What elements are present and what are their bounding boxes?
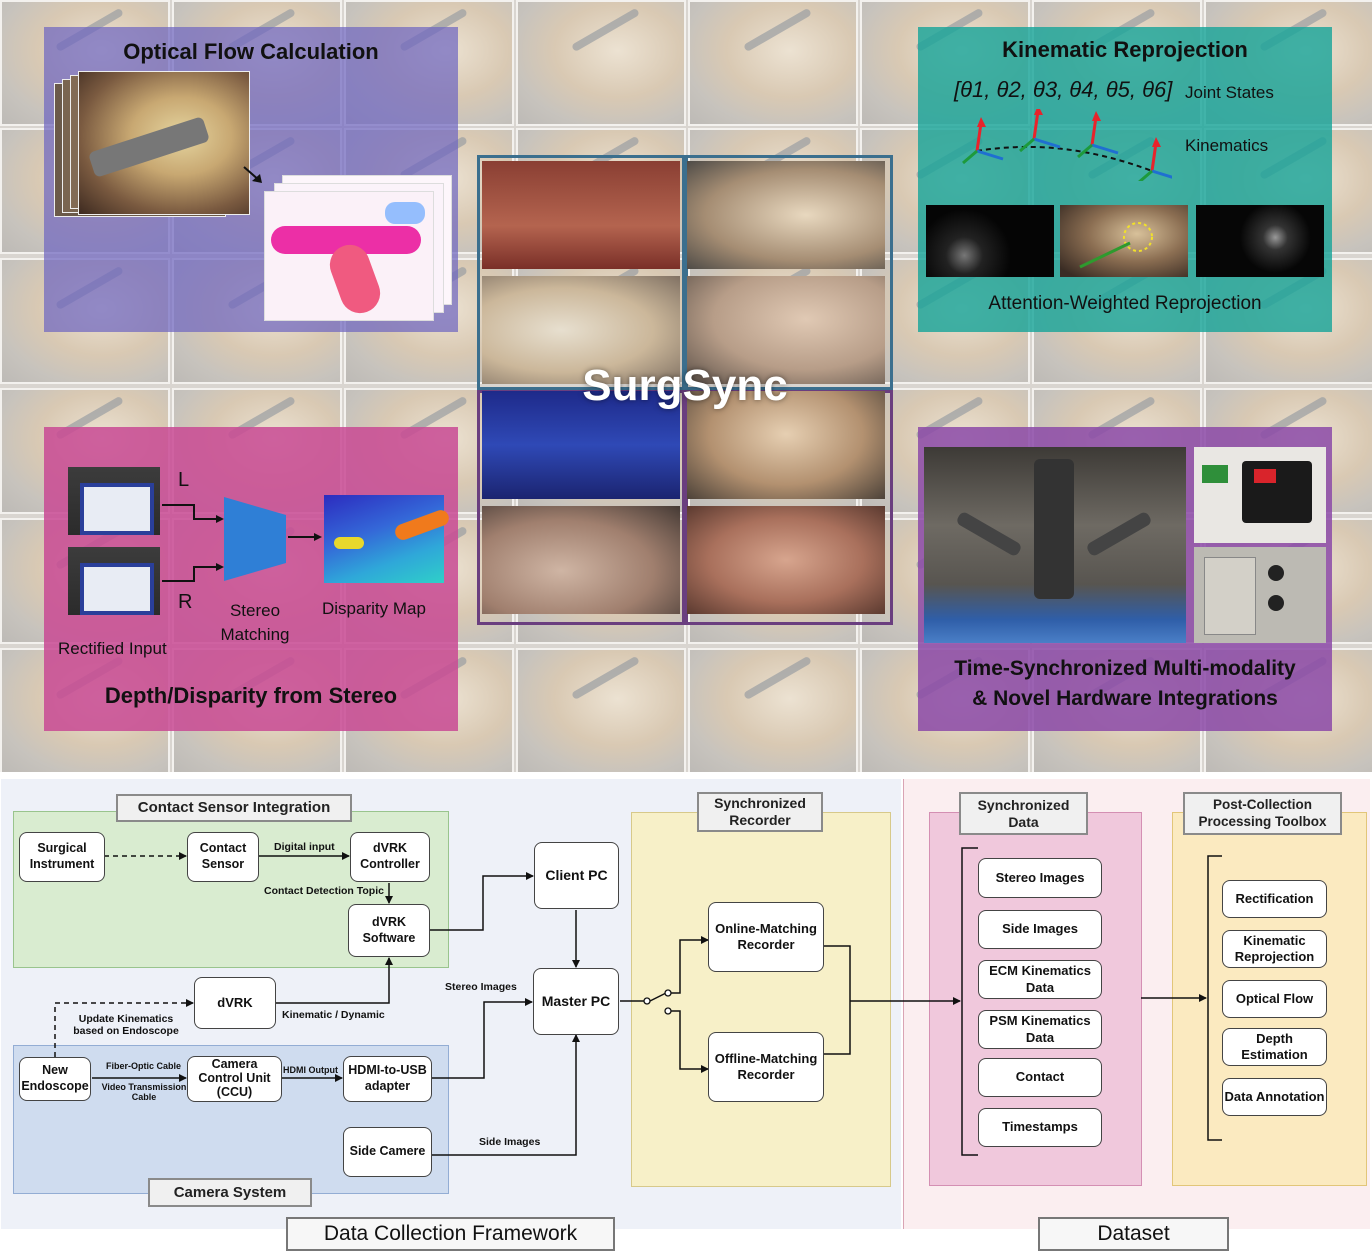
collage-tile	[516, 648, 686, 772]
lab-setup-photo	[924, 447, 1186, 643]
contact-sensor-node: Contact Sensor	[187, 832, 259, 882]
stereo-connectors	[162, 504, 322, 582]
sensor-box-photo	[1194, 447, 1326, 543]
stereo-matching-network	[224, 497, 286, 581]
synchronized-data-item: Stereo Images	[978, 858, 1102, 898]
joint-vector: [θ1, θ2, θ3, θ4, θ5, θ6]	[954, 77, 1173, 102]
disparity-map-label: Disparity Map	[322, 599, 426, 618]
attention-caption: Attention-Weighted Reprojection	[988, 293, 1262, 314]
left-letter: L	[178, 469, 190, 491]
collage-tile	[688, 648, 858, 772]
video-cable-label: Video Transmission Cable	[101, 1082, 187, 1103]
surgical-grid-image	[482, 161, 680, 269]
client-pc-node: Client PC	[534, 842, 619, 909]
depth-disparity-panel: L R Stereo Matching Disparity Map Rectif…	[44, 427, 458, 731]
right-letter: R	[178, 591, 193, 613]
online-recorder-node: Online-Matching Recorder	[708, 902, 824, 972]
dvrk-software-node: dVRK Software	[348, 904, 430, 957]
surgical-grid-image	[482, 276, 680, 384]
synchronized-data-item: Timestamps	[978, 1108, 1102, 1147]
ccu-node: Camera Control Unit (CCU)	[187, 1056, 282, 1102]
side-camera-node: Side Camere	[343, 1127, 432, 1177]
recorder-region	[631, 812, 891, 1187]
surgical-collage-background: Optical Flow Calculation Kinemati	[0, 0, 1372, 772]
hdmi-usb-node: HDMI-to-USB adapter	[343, 1056, 432, 1102]
surgical-grid-image	[687, 506, 885, 614]
attention-map-left	[926, 205, 1054, 277]
offline-recorder-node: Offline-Matching Recorder	[708, 1032, 824, 1102]
master-pc-node: Master PC	[533, 968, 619, 1035]
surgsync-title: SurgSync	[582, 361, 788, 410]
kinematic-frames-graphic	[962, 109, 1172, 181]
hardware-title-line1: Time-Synchronized Multi-modality	[954, 657, 1296, 680]
synchronized-recorder-tag: Synchronized Recorder	[697, 792, 823, 832]
dvrk-controller-node: dVRK Controller	[350, 832, 430, 882]
rectified-right-image	[68, 547, 160, 615]
stereo-images-label: Stereo Images	[445, 981, 517, 993]
toolbox-item: Rectification	[1222, 880, 1327, 918]
contact-sensor-integration-tag: Contact Sensor Integration	[116, 794, 352, 822]
disparity-map-image	[324, 495, 452, 583]
rectified-input-label: Rectified Input	[58, 639, 167, 658]
surgsync-image-grid: SurgSync	[477, 155, 893, 625]
optical-flow-map-stack	[264, 175, 454, 325]
toolbox-item: Data Annotation	[1222, 1078, 1327, 1116]
kinematic-reprojection-panel: Kinematic Reprojection [θ1, θ2, θ3, θ4, …	[918, 27, 1332, 332]
synchronized-data-item: Side Images	[978, 910, 1102, 949]
footer-dataset: Dataset	[1038, 1217, 1229, 1251]
toolbox-item: Depth Estimation	[1222, 1028, 1327, 1066]
toolbox-item: Optical Flow	[1222, 980, 1327, 1018]
side-images-label: Side Images	[479, 1136, 541, 1148]
new-endoscope-node: New Endoscope	[19, 1057, 91, 1101]
stereo-matching-label: Stereo Matching	[220, 601, 290, 644]
synchronized-data-item: Contact	[978, 1058, 1102, 1097]
hardware-panel: Time-Synchronized Multi-modality & Novel…	[918, 427, 1332, 731]
endoscope-frame	[78, 71, 250, 215]
flow-arrow	[243, 166, 262, 183]
kinematic-dynamic-label: Kinematic / Dynamic	[282, 1009, 385, 1021]
dvrk-node: dVRK	[194, 977, 276, 1029]
surgical-grid-image	[687, 161, 885, 269]
processing-toolbox-tag: Post-Collection Processing Toolbox	[1183, 792, 1342, 835]
optical-flow-map	[264, 191, 434, 321]
optical-flow-panel: Optical Flow Calculation	[44, 27, 458, 332]
digital-input-label: Digital input	[274, 841, 335, 853]
endoscope-frame-stack	[54, 71, 250, 221]
kinematic-title: Kinematic Reprojection	[1002, 37, 1248, 62]
camera-system-tag: Camera System	[148, 1178, 312, 1207]
synchronized-data-tag: Synchronized Data	[959, 792, 1088, 835]
collage-tile	[688, 0, 858, 126]
surgical-grid-image	[482, 506, 680, 614]
hardware-title-line2: & Novel Hardware Integrations	[972, 687, 1278, 710]
surgical-grid-image	[687, 276, 885, 384]
footer-data-collection: Data Collection Framework	[286, 1217, 615, 1251]
contact-topic-label: Contact Detection Topic	[264, 885, 384, 897]
update-kinematics-label: Update Kinematics based on Endoscope	[73, 1013, 179, 1038]
depth-title: Depth/Disparity from Stereo	[104, 683, 398, 708]
joint-states-label: Joint States	[1185, 83, 1274, 102]
surgical-grid-image	[482, 391, 680, 499]
hardware-rack-photo	[1194, 547, 1326, 643]
rectified-left-image	[68, 467, 160, 535]
kinematics-label: Kinematics	[1185, 136, 1269, 155]
toolbox-item: Kinematic Reprojection	[1222, 930, 1327, 968]
reprojection-overlay	[1060, 205, 1188, 277]
surgical-instrument-node: Surgical Instrument	[19, 832, 105, 882]
surgical-grid-image	[687, 391, 885, 499]
attention-map-right	[1196, 205, 1324, 277]
fiber-optic-label: Fiber-Optic Cable	[106, 1061, 182, 1071]
hdmi-output-label: HDMI Output	[283, 1065, 338, 1075]
collage-tile	[516, 0, 686, 126]
synchronized-data-item: ECM Kinematics Data	[978, 960, 1102, 999]
optical-flow-title: Optical Flow Calculation	[123, 39, 379, 64]
synchronized-data-item: PSM Kinematics Data	[978, 1010, 1102, 1049]
